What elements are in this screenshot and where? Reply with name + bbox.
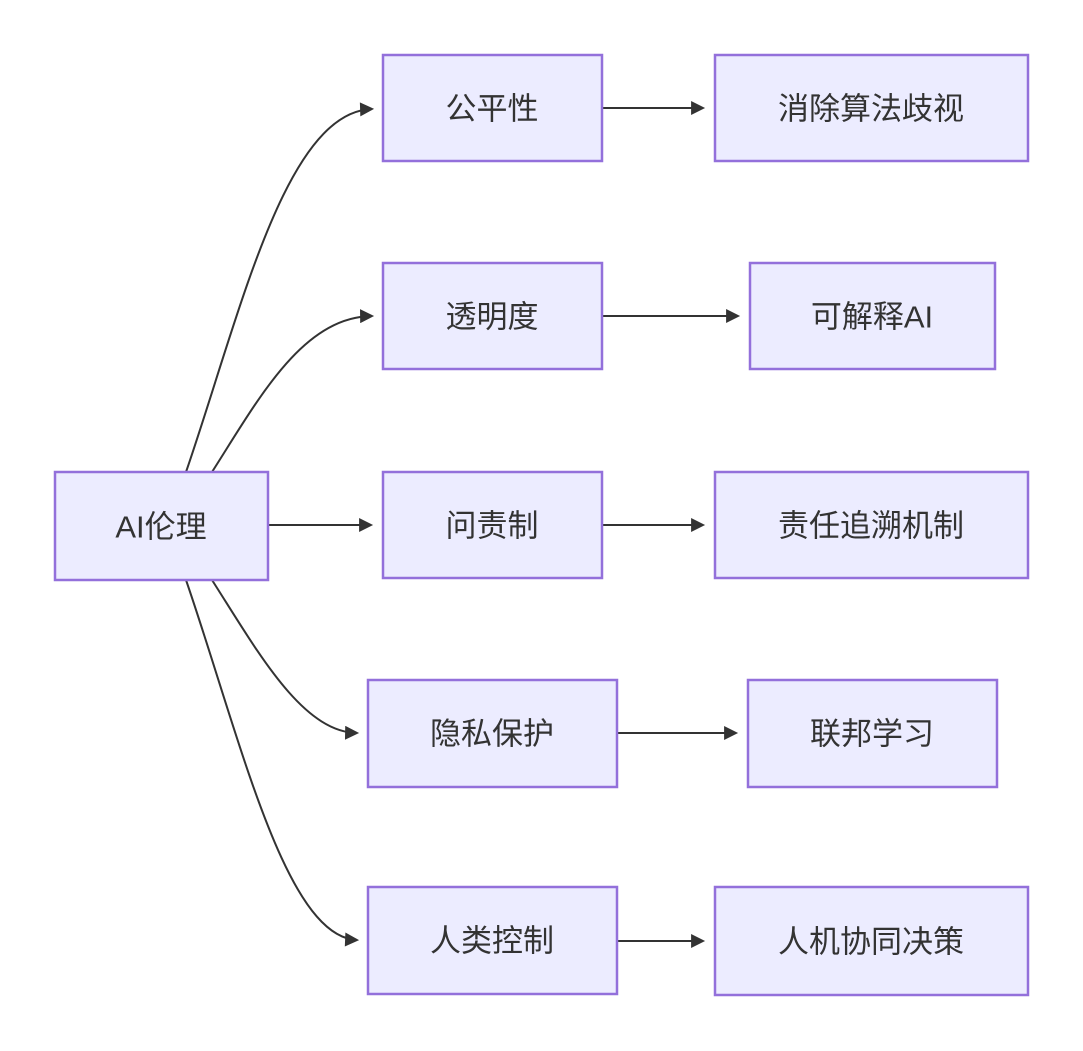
- edge-root-to-transparency: [211, 309, 375, 473]
- node-accountability: 问责制: [381, 470, 604, 580]
- edge-group-branches: [602, 101, 741, 948]
- node-label: 人机协同决策: [778, 925, 964, 960]
- node-label: 人类控制: [430, 924, 554, 959]
- node-responsibility-traceability: 责任追溯机制: [713, 470, 1030, 580]
- edge-root-to-privacy: [211, 579, 360, 740]
- node-explainable-ai-box: [748, 261, 997, 371]
- node-federated-learning-box: [746, 678, 999, 789]
- node-label: 隐私保护: [430, 717, 554, 752]
- node-label: 消除算法歧视: [778, 92, 964, 127]
- node-federated-learning: 联邦学习: [746, 678, 999, 789]
- node-human-machine-codecision: 人机协同决策: [713, 885, 1030, 997]
- node-label: 公平性: [446, 92, 539, 127]
- edge-root-to-human-control: [185, 579, 360, 947]
- node-transparency-box: [381, 261, 604, 371]
- node-fairness-box: [381, 53, 604, 163]
- node-label: AI伦理: [115, 510, 206, 545]
- node-label: 透明度: [446, 300, 539, 335]
- node-eliminate-algorithmic-bias: 消除算法歧视: [713, 53, 1030, 163]
- node-label: 问责制: [446, 509, 539, 544]
- node-privacy: 隐私保护: [366, 678, 619, 789]
- node-privacy-box: [366, 678, 619, 789]
- node-label: 责任追溯机制: [778, 509, 964, 544]
- node-human-machine-codecision-box: [713, 885, 1030, 997]
- node-responsibility-traceability-box: [713, 470, 1030, 580]
- node-ai-ethics: AI伦理: [53, 470, 270, 582]
- node-human-control-box: [366, 885, 619, 996]
- node-label: 可解释AI: [811, 300, 933, 335]
- node-label: 联邦学习: [810, 717, 934, 752]
- edge-group-root: [185, 102, 375, 947]
- edge-root-to-fairness: [185, 102, 375, 473]
- node-explainable-ai: 可解释AI: [748, 261, 997, 371]
- node-transparency: 透明度: [381, 261, 604, 371]
- node-human-control: 人类控制: [366, 885, 619, 996]
- node-accountability-box: [381, 470, 604, 580]
- node-fairness: 公平性: [381, 53, 604, 163]
- node-eliminate-algorithmic-bias-box: [713, 53, 1030, 163]
- node-ai-ethics-box: [53, 470, 270, 582]
